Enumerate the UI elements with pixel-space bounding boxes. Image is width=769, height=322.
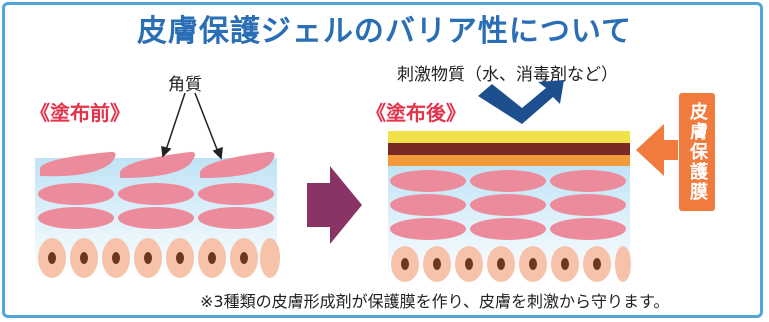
after-stage-label: 《塗布後》 — [366, 101, 466, 125]
before-cells — [38, 238, 280, 278]
membrane-pointer-arrow — [636, 124, 678, 176]
before-keratin-mid-3 — [198, 183, 274, 205]
film-layer-yellow — [388, 131, 630, 143]
after-cells — [391, 246, 631, 282]
before-keratin-low-1 — [38, 207, 114, 229]
keratin-label: 角質 — [168, 75, 202, 95]
irritant-deflect-arrow — [478, 80, 564, 124]
before-skin-section — [35, 92, 280, 278]
transition-arrow — [307, 166, 362, 244]
irritant-label: 刺激物質（水、消毒剤など） — [397, 65, 618, 85]
film-layer-brown — [388, 143, 630, 155]
after-keratin-layers — [390, 170, 626, 240]
protective-membrane-label: 皮膚保護膜 — [687, 102, 708, 202]
before-keratin-mid-2 — [118, 183, 194, 205]
before-keratin-top-2 — [120, 151, 195, 178]
protective-membrane-box: 皮膚保護膜 — [679, 93, 715, 211]
before-keratin-low-3 — [198, 207, 274, 229]
diagram-title: 皮膚保護ジェルのバリア性について — [136, 14, 633, 49]
footnote: ※3種類の皮膚形成剤が保護膜を作り、皮膚を刺激から守ります。 — [200, 292, 670, 311]
before-keratin-low-2 — [118, 207, 194, 229]
keratin-pointer-lines — [161, 92, 223, 160]
before-keratin-top-1 — [40, 151, 116, 177]
before-stage-label: 《塗布前》 — [30, 101, 130, 125]
film-layer-orange — [388, 155, 630, 166]
after-skin-section — [388, 80, 678, 282]
before-keratin-mid-1 — [38, 183, 114, 205]
before-keratin-layers — [38, 151, 275, 229]
before-keratin-top-3 — [200, 151, 275, 178]
